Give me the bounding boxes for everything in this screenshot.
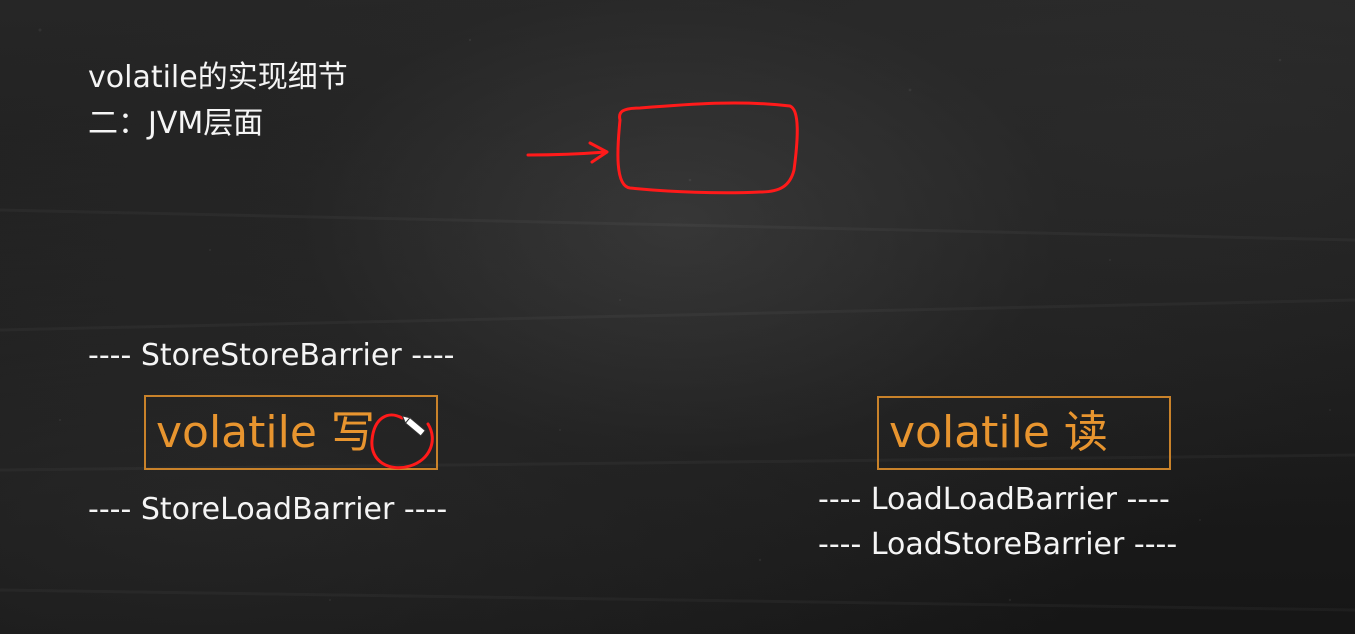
load-load-barrier-label: ---- LoadLoadBarrier ---- <box>818 482 1170 517</box>
volatile-write-label: volatile 写 <box>156 407 375 458</box>
store-load-barrier-label: ---- StoreLoadBarrier ---- <box>88 492 448 527</box>
store-store-barrier-label: ---- StoreStoreBarrier ---- <box>88 338 455 373</box>
volatile-write-box: volatile 写 <box>144 395 438 470</box>
volatile-read-box: volatile 读 <box>877 396 1171 470</box>
volatile-read-label: volatile 读 <box>889 407 1108 458</box>
slide-subtitle: 二：JVM层面 <box>88 106 264 141</box>
slide-title: volatile的实现细节 <box>88 60 348 95</box>
load-store-barrier-label: ---- LoadStoreBarrier ---- <box>818 527 1178 562</box>
